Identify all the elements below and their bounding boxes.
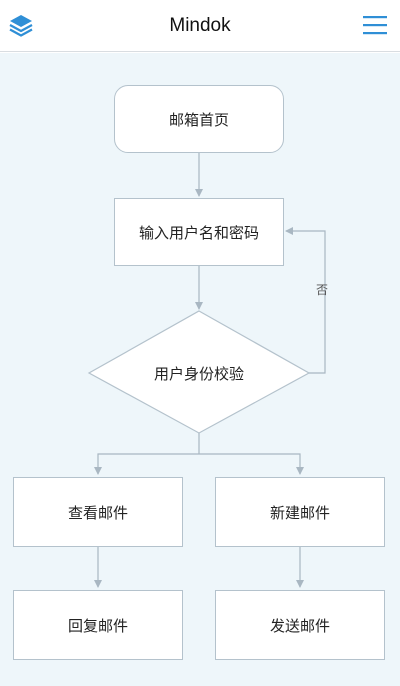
app-header: Mindok — [0, 0, 400, 52]
layers-icon[interactable] — [8, 12, 34, 38]
node-identity-check: 用户身份校验 — [153, 364, 244, 383]
app-title: Mindok — [169, 15, 231, 36]
hamburger-menu-icon[interactable] — [362, 14, 388, 36]
node-reply-mail: 回复邮件 — [13, 590, 183, 660]
node-send-mail: 发送邮件 — [215, 590, 385, 660]
edge-verify-login-no — [285, 227, 326, 374]
flowchart-canvas: 邮箱首页 输入用户名和密码 否 用户身份校验 查看邮件 新建邮件 回复邮件 发送… — [0, 53, 400, 686]
flowchart-connectors — [87, 153, 326, 588]
node-mailbox-home: 邮箱首页 — [114, 85, 284, 153]
edge-label-no: 否 — [316, 283, 329, 297]
node-view-mail: 查看邮件 — [13, 477, 183, 547]
edge-split-new — [199, 453, 304, 475]
node-enter-credentials: 输入用户名和密码 — [114, 198, 284, 266]
edge-split-view — [94, 453, 199, 475]
node-new-mail: 新建邮件 — [215, 477, 385, 547]
